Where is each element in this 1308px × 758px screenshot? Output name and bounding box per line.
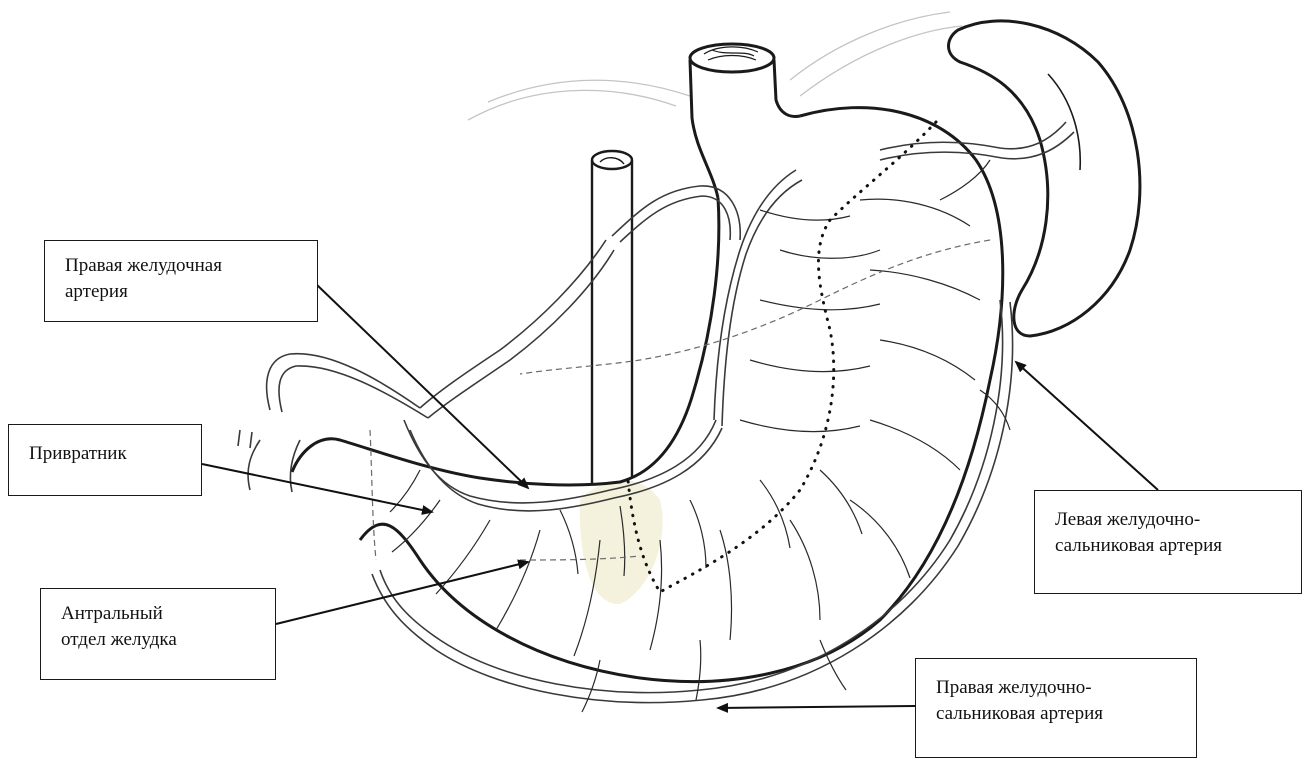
label-antrum-line2: отдел желудка [61,627,261,653]
label-right-gastric-artery: Правая желудочная артерия [44,240,318,322]
antrum-region-tint [580,480,663,604]
arrow-right-gastric-artery [316,284,528,488]
label-right-gastric-artery-line2: артерия [65,279,303,305]
label-left-gastroepiploic-artery: Левая желудочно- сальниковая артерия [1034,490,1302,594]
label-left-gastroepiploic-line1: Левая желудочно- [1055,507,1287,533]
label-pylorus: Привратник [8,424,202,496]
label-antrum: Антральный отдел желудка [40,588,276,680]
label-right-gastroepiploic-artery: Правая желудочно- сальниковая артерия [915,658,1197,758]
arrow-left-gastroepiploic [1016,362,1158,490]
vessels [238,122,1074,703]
dotted-resection-line [628,122,936,592]
pencil-sketch-lines [468,12,962,120]
esophagus-lumen [704,47,758,60]
arrow-right-gastroepiploic [718,706,915,708]
spleen [949,21,1140,336]
vessel-branches [390,160,1010,712]
label-antrum-line1: Антральный [61,601,261,627]
label-right-gastric-artery-line1: Правая желудочная [65,253,303,279]
callout-arrows [202,284,1158,708]
arrow-pylorus [202,464,432,512]
label-right-gastroepiploic-line1: Правая желудочно- [936,675,1182,701]
aorta [592,151,632,484]
label-pylorus-line1: Привратник [29,441,187,467]
label-left-gastroepiploic-line2: сальниковая артерия [1055,533,1287,559]
arrow-antrum [276,562,528,624]
label-right-gastroepiploic-line2: сальниковая артерия [936,701,1182,727]
